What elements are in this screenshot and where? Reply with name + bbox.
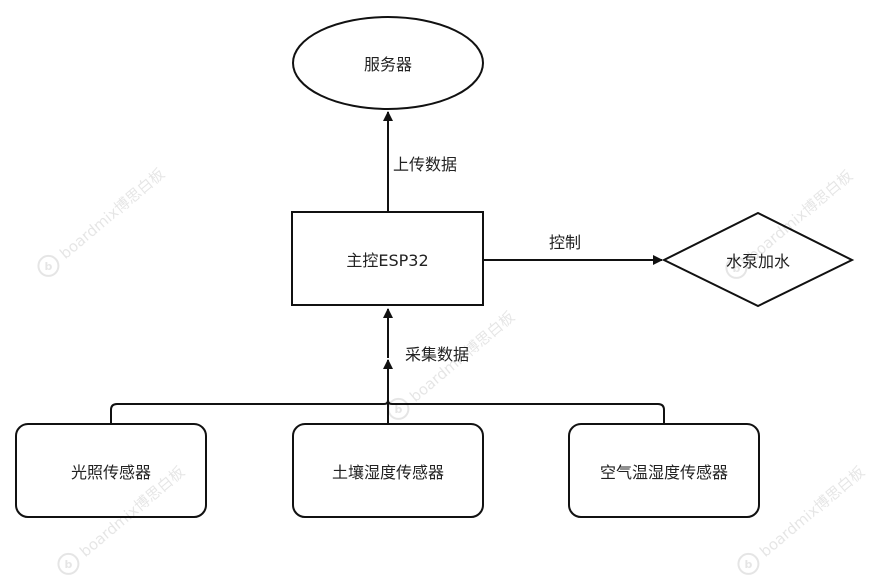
pump-node-shape[interactable] [661, 211, 855, 308]
controller-node-shape[interactable] [291, 211, 484, 306]
collect-edge-label: 采集数据 [405, 345, 470, 364]
light-sensor-node-label: 光照传感器 [70, 462, 151, 482]
soil-sensor-node-label: 土壤湿度传感器 [331, 462, 444, 482]
boardmix-logo-icon: b [737, 552, 760, 575]
server-node-shape[interactable] [292, 16, 484, 110]
controller-node-label: 主控ESP32 [346, 250, 429, 270]
control-edge-label: 控制 [549, 233, 582, 252]
air-sensor-node-label: 空气温湿度传感器 [599, 462, 728, 482]
air-sensor-edge [387, 399, 665, 424]
boardmix-logo-icon: b [57, 552, 80, 575]
light-sensor-edge [110, 399, 389, 424]
pump-node-label: 水泵加水 [725, 251, 790, 271]
diagram-svg [15, 16, 855, 518]
server-node-label: 服务器 [363, 55, 412, 74]
upload-edge-label: 上传数据 [393, 155, 458, 174]
diagram-canvas: 服务器 主控ESP32 水泵加水 光照传感器 土壤湿度传感器 空气温湿度传感器 … [15, 16, 868, 575]
